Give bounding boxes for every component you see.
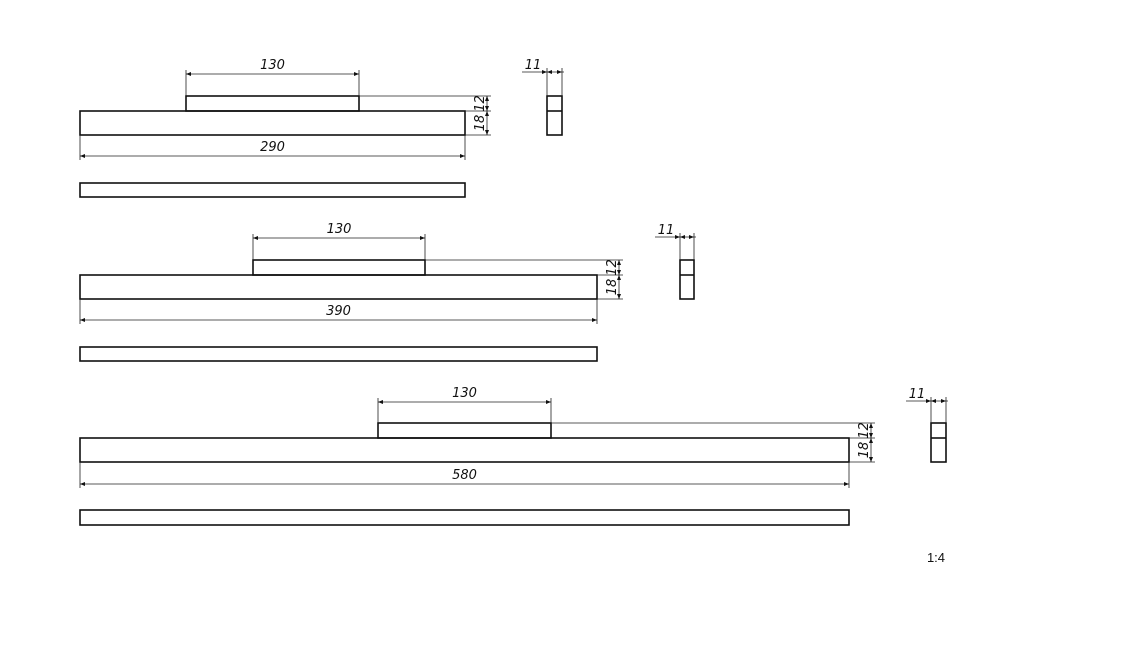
base-length-label: 390 xyxy=(326,304,351,319)
handle-height-label: 12 xyxy=(605,259,620,276)
dimension-line xyxy=(79,299,598,324)
dimension-arrow xyxy=(931,399,936,403)
width-label: 11 xyxy=(525,58,542,73)
top-view xyxy=(79,182,466,198)
dimension-arrow xyxy=(186,72,191,76)
dimension-arrow xyxy=(617,275,621,280)
base-board xyxy=(79,110,466,136)
dimension-line xyxy=(252,234,426,260)
dimension-arrow xyxy=(869,433,873,438)
dimension-arrow xyxy=(546,400,551,404)
dimension-arrow xyxy=(926,399,931,403)
part-group-2: 130 390 12 18 11 xyxy=(79,222,696,362)
side-view xyxy=(546,95,563,136)
dimension-arrow xyxy=(557,70,562,74)
dimension-arrow xyxy=(420,236,425,240)
dimension-arrow xyxy=(378,400,383,404)
scale-label: 1:4 xyxy=(927,550,945,565)
handle-length-label: 130 xyxy=(452,386,477,401)
handle-length-label: 130 xyxy=(327,222,352,237)
dimension-arrow xyxy=(485,111,489,116)
dimension-arrow xyxy=(485,106,489,111)
handle-bar xyxy=(252,259,426,276)
dimension-arrow xyxy=(253,236,258,240)
dimension-arrow xyxy=(675,235,680,239)
dimension-arrow xyxy=(869,457,873,462)
handle-bar xyxy=(185,95,360,112)
dimension-arrow xyxy=(617,294,621,299)
dimension-line xyxy=(425,259,623,300)
handle-height-label: 12 xyxy=(857,422,872,439)
width-label: 11 xyxy=(658,223,675,238)
dimension-arrow xyxy=(80,482,85,486)
dimension-arrow xyxy=(617,260,621,265)
dimension-arrow xyxy=(547,70,552,74)
dimension-arrow xyxy=(485,130,489,135)
base-height-label: 18 xyxy=(473,115,488,132)
dimension-arrow xyxy=(460,154,465,158)
handle-height-label: 12 xyxy=(473,95,488,112)
width-label: 11 xyxy=(909,387,926,402)
dimension-arrow xyxy=(542,70,547,74)
top-view xyxy=(79,509,850,526)
handle-bar xyxy=(377,422,552,439)
dimension-line xyxy=(377,398,552,423)
base-board xyxy=(79,437,850,463)
base-height-label: 18 xyxy=(857,442,872,459)
dimension-arrow xyxy=(689,235,694,239)
dimension-line xyxy=(185,70,360,96)
dimension-line xyxy=(551,422,875,463)
dimension-arrow xyxy=(941,399,946,403)
base-height-label: 18 xyxy=(605,279,620,296)
top-view xyxy=(79,346,598,362)
side-view xyxy=(679,259,695,300)
base-board xyxy=(79,274,598,300)
dimension-line xyxy=(79,135,466,160)
dimension-arrow xyxy=(680,235,685,239)
handle-length-label: 130 xyxy=(260,58,285,73)
base-length-label: 580 xyxy=(452,468,477,483)
dimension-arrow xyxy=(592,318,597,322)
dimension-arrow xyxy=(485,96,489,101)
side-view xyxy=(930,422,947,463)
part-group-1: 130 290 12 18 11 xyxy=(79,58,564,198)
dimension-arrow xyxy=(617,270,621,275)
dimension-arrow xyxy=(869,438,873,443)
part-group-3: 130 580 12 18 11 xyxy=(79,386,948,526)
dimension-arrow xyxy=(80,154,85,158)
dimension-arrow xyxy=(844,482,849,486)
dimension-line xyxy=(359,95,491,136)
dimension-line xyxy=(79,462,850,488)
base-length-label: 290 xyxy=(260,140,285,155)
dimension-arrow xyxy=(80,318,85,322)
dimension-arrow xyxy=(869,423,873,428)
dimension-arrow xyxy=(354,72,359,76)
